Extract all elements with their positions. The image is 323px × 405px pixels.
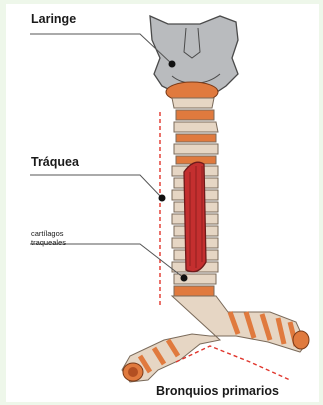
trachea-marker (159, 195, 166, 202)
cartilage-label-line1: cartílagos (31, 229, 91, 238)
cartilage-label-line2: traqueales (31, 238, 91, 247)
larynx-marker (169, 61, 176, 68)
bronchi-shape (122, 296, 309, 382)
bronchi-label: Bronquios primarios (156, 384, 279, 398)
trachealis-muscle (184, 162, 206, 272)
cartilage-label: cartílagos traqueales (31, 229, 91, 247)
larynx-shape (150, 16, 238, 108)
trachea-label: Tráquea (31, 155, 79, 169)
cartilage-marker (181, 275, 188, 282)
larynx-label: Laringe (31, 12, 76, 26)
